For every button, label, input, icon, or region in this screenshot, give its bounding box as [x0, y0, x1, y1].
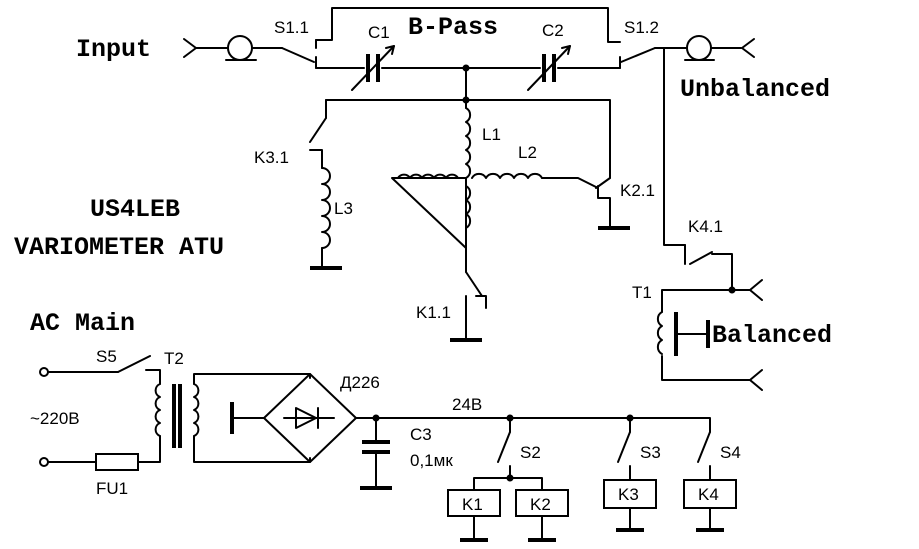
k4-1-label: K4.1: [688, 217, 723, 236]
output-ferrite: [686, 35, 712, 61]
s1-2-switch: [620, 47, 656, 63]
t2-label: T2: [164, 349, 184, 368]
l3-label: L3: [334, 199, 353, 218]
s1-1-switch: [281, 47, 315, 63]
s4-switch: [697, 431, 711, 463]
mains-voltage-label: ~220B: [30, 409, 80, 428]
k1-label: K1: [462, 495, 483, 514]
s3-label: S3: [640, 443, 661, 462]
t1-primary: [656, 311, 663, 355]
c2-capacitor: [527, 45, 571, 91]
l2-label: L2: [518, 143, 537, 162]
variometer-section: [309, 67, 630, 342]
c3-value-label: 0,1мк: [410, 451, 453, 470]
title-line2: VARIOMETER ATU: [14, 233, 224, 262]
input-ferrite: [227, 35, 253, 61]
bpass-label: B-Pass: [408, 13, 498, 42]
k1-1-label: K1.1: [416, 303, 451, 322]
k3-label: K3: [618, 485, 639, 504]
k1-relay-coil: [447, 489, 501, 517]
input-section: [183, 7, 755, 246]
fu1-label: FU1: [96, 479, 128, 498]
k2-1-contact: [597, 185, 611, 227]
input-connector: [183, 38, 197, 58]
balanced-label: Balanced: [712, 321, 832, 350]
unbalanced-label: Unbalanced: [680, 75, 830, 104]
k3-relay-coil: [603, 479, 657, 509]
k2-label: K2: [530, 495, 551, 514]
ac-main-label: AC Main: [30, 309, 135, 338]
t2-primary: [154, 383, 161, 437]
input-label: Input: [76, 35, 151, 64]
variometer-rotor: [391, 177, 467, 249]
k3-1-label: K3.1: [254, 148, 289, 167]
s2-label: S2: [520, 443, 541, 462]
mains-terminal-top: [39, 367, 49, 377]
l1-coil: [465, 107, 472, 179]
c3-label: C3: [410, 425, 432, 444]
c2-label: C2: [542, 21, 564, 40]
mains-terminal-bottom: [39, 457, 49, 467]
power-supply: [39, 355, 737, 542]
title-line1: US4LEB: [90, 195, 180, 224]
k1-1-contact: [465, 271, 483, 297]
supply-voltage-label: 24B: [452, 395, 482, 414]
balanced-connector-top: [749, 279, 763, 301]
balanced-connector-bottom: [749, 369, 763, 391]
s5-label: S5: [96, 347, 117, 366]
s3-switch: [617, 431, 631, 463]
s5-switch: [117, 355, 151, 373]
d226-label: Д226: [340, 373, 380, 392]
t1-label: T1: [632, 283, 652, 302]
s1-2-label: S1.2: [624, 18, 659, 37]
l1-label: L1: [482, 125, 501, 144]
k2-1-label: K2.1: [620, 181, 655, 200]
c1-capacitor: [351, 45, 395, 91]
c1-label: C1: [368, 23, 390, 42]
balun-section: [656, 244, 763, 391]
bridge-rectifier: [263, 373, 357, 463]
k3-1-contact: [309, 117, 327, 143]
s4-label: S4: [720, 443, 741, 462]
l2-coil: [471, 172, 543, 179]
k4-label: K4: [698, 485, 719, 504]
unbalanced-connector: [741, 38, 755, 58]
labels: Input B-Pass Unbalanced US4LEB VARIOMETE…: [14, 13, 832, 514]
bypass-line: [315, 7, 621, 43]
fu1-fuse: [95, 453, 139, 471]
l3-coil: [321, 167, 331, 249]
t2-secondary: [193, 383, 200, 437]
k4-1-contact: [689, 251, 713, 265]
s1-1-label: S1.1: [274, 18, 309, 37]
s2-switch: [497, 431, 511, 463]
